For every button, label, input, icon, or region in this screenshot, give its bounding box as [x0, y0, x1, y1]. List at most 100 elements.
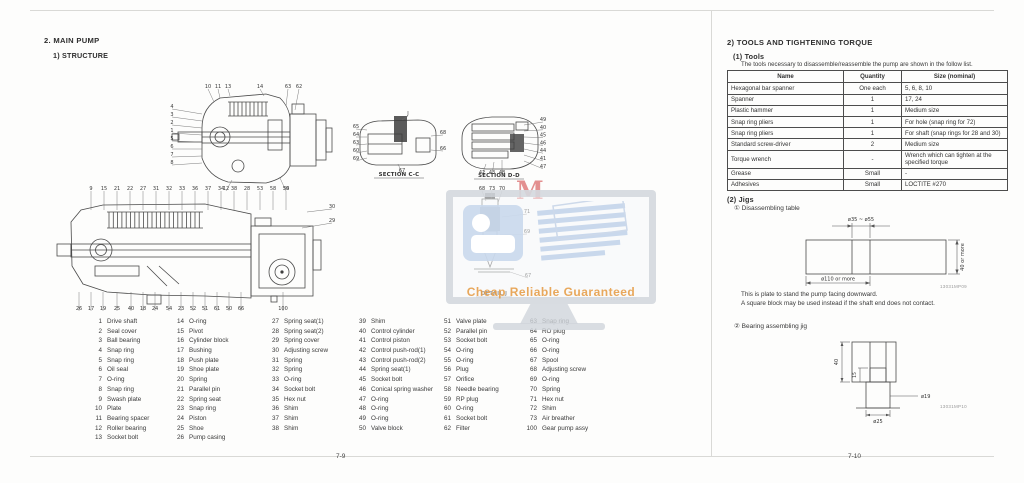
part-name: Spring: [284, 356, 303, 364]
part-callout: 62: [296, 84, 302, 90]
tools-table-cell: Small: [843, 178, 902, 192]
tools-table-cell: One each: [843, 82, 902, 95]
part-name: Adjusting screw: [284, 347, 329, 355]
section-cc-caption: SECTION C-C: [379, 172, 420, 178]
callout-leader: [523, 121, 544, 126]
part-name: RO plug: [542, 327, 566, 335]
part-number: 19: [176, 366, 184, 374]
part-callout: 29: [329, 218, 335, 224]
part-callout: 22: [127, 186, 133, 192]
callout-leader: [279, 177, 287, 192]
tools-table-cell: Snap ring pliers: [727, 127, 844, 140]
part-name: Shim: [284, 414, 299, 422]
part-number: 43: [358, 356, 366, 364]
part-name: Socket bolt: [107, 434, 139, 442]
part-name: Seal cover: [107, 327, 137, 335]
part-name: O-ring: [107, 376, 125, 384]
callout-leader: [491, 161, 495, 176]
dim-top-label: ø35 ~ ø55: [848, 217, 874, 223]
part-name: O-ring: [456, 347, 474, 355]
part-callout: 45: [540, 133, 546, 139]
part-name: O-ring: [284, 376, 302, 384]
part-callout: 58: [270, 186, 276, 192]
part-callout: 27: [140, 186, 146, 192]
part-name: Spool: [542, 356, 559, 364]
part-number: 39: [358, 318, 366, 325]
tools-table-cell: For hole (snap ring for 72): [901, 115, 1008, 129]
tools-table-cell: 1: [843, 115, 902, 129]
tools-table-cell: 2: [843, 138, 902, 151]
part-callout: 50: [226, 306, 232, 312]
part-number: 52: [443, 327, 451, 335]
part-number: 50: [358, 424, 366, 432]
part-name: Spring: [542, 385, 561, 393]
part-number: 38: [271, 424, 279, 432]
part-number: 63: [529, 318, 537, 325]
part-number: 25: [176, 424, 184, 432]
part-name: Spring: [284, 366, 303, 374]
part-callout: 17: [88, 306, 94, 312]
part-number: 48: [358, 405, 366, 413]
tools-table-cell: 17, 24: [901, 93, 1008, 106]
part-number: 17: [176, 347, 184, 355]
part-callout: J: [406, 111, 408, 117]
callout-leader: [171, 162, 203, 166]
callout-leader: [227, 88, 231, 97]
part-number: 40: [358, 327, 366, 335]
part-callout: 11: [215, 84, 221, 90]
part-number: 30: [271, 347, 279, 355]
tools-table-cell: 1: [843, 93, 902, 106]
part-callout: 60: [353, 148, 359, 154]
part-number: 47: [358, 395, 366, 403]
dim-bottom-label: ø110 or more: [821, 277, 855, 283]
part-callout: 59: [283, 186, 289, 192]
tools-table-cell: Hexagonal bar spanner: [727, 82, 844, 95]
col-header-quantity: Quantity: [843, 69, 902, 84]
part-name: Ball bearing: [107, 337, 141, 345]
right-page-number: 7-10: [848, 453, 862, 460]
part-callout: 46: [540, 140, 546, 146]
bearing-jig-figure: 40 15 ø19 ø25: [834, 341, 930, 424]
callout-leader: [259, 88, 265, 97]
part-name: Spring seat(2): [284, 327, 324, 335]
part-name: Socket bolt: [456, 414, 488, 422]
part-name: O-ring: [189, 318, 207, 325]
tools-table-cell: For shaft (snap rings for 28 and 30): [901, 127, 1008, 140]
part-callout: 36: [192, 186, 198, 192]
part-number: 35: [271, 395, 279, 403]
part-callout: 3: [170, 112, 173, 118]
part-number: 18: [176, 356, 184, 364]
part-number: 10: [94, 405, 102, 413]
part-name: Filter: [456, 424, 470, 432]
jig-disassembling-label: ① Disassembling table: [734, 205, 800, 212]
part-name: Shim: [284, 405, 299, 413]
part-callout: 2: [170, 120, 173, 126]
part-callout: 73: [489, 186, 495, 192]
part-callout: 24: [152, 306, 158, 312]
part-callout: 21: [114, 186, 120, 192]
part-callout: 4: [170, 104, 173, 110]
part-callout: 23: [178, 306, 184, 312]
